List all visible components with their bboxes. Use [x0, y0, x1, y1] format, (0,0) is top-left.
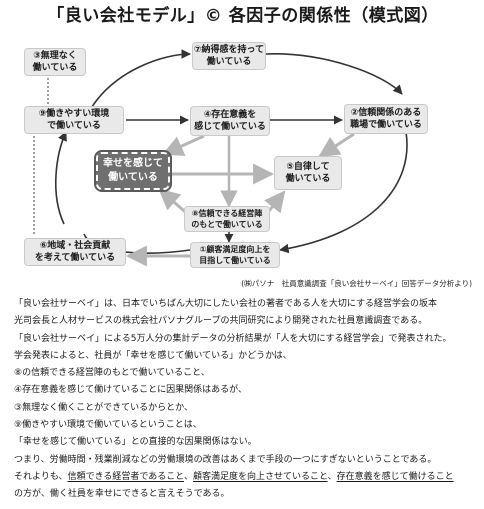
paragraph-line: ⑨働きやすい環境で働いているということは、 — [14, 420, 202, 431]
node-2-trusting-workplace: ②信頼関係のある職場で働いている — [344, 104, 428, 134]
body-text: 「良い会社サーベイ」は、日本でいちばん大切にしたい会社の著者である人を大切にする… — [14, 296, 474, 504]
text-segment: 、 — [327, 471, 337, 482]
paragraph-line: それよりも、信頼できる経営者であること、顧客満足度を向上させていること、存在意義… — [14, 469, 474, 486]
node-9-good-work-environment: ⑨働きやすい環境で働いている — [24, 106, 124, 134]
gray-arrow-4-to-center — [162, 134, 205, 156]
paragraph-line: 「良い会社サーベイ」による5万人分の集計データの分析結果が「人を大切にする経営学… — [14, 333, 452, 344]
node-3-work-without-strain: ③無理なく働いている — [24, 48, 86, 76]
node-1-customer-satisfaction: ①顧客満足度向上を目指して働いている — [190, 242, 280, 268]
paragraph-line: ④存在意義を感じて働けていることに因果関係はあるが、 — [14, 385, 247, 396]
node-6-community-contribution: ⑥地域・社会貢献を考えて働いている — [24, 238, 126, 266]
text-segment: 、 — [183, 471, 193, 482]
node-8-trusted-management: ⑧信頼できる経営陣のもとで働いている — [184, 206, 270, 232]
text-segment: それよりも、 — [14, 471, 68, 482]
underlined-text: 存在意義を感じて働けること — [336, 471, 454, 482]
node-7-work-with-conviction: ⑦納得感を持って働いている — [192, 42, 266, 70]
node-5-autonomy: ⑤自律して働いている — [274, 156, 342, 190]
node-center-feeling-happy: 幸せを感じて働いている — [94, 150, 172, 192]
paragraph-line: 学会発表によると、社員が「幸せを感じて働いている」かどうかは、 — [14, 350, 292, 361]
underlined-text: 顧客満足度を向上させていること — [192, 471, 328, 482]
gray-arrow-2-to-5 — [318, 132, 355, 158]
node-4-sense-of-purpose: ④存在意義を感じて働いている — [190, 106, 270, 136]
outer-loop-top-left — [89, 49, 191, 111]
paragraph-line: 光司会長と人材サービスの株式会社パソナグループの共同研究により開発された社員意識… — [14, 316, 428, 327]
source-note: (㈱パソナ 社員意識調査「良い会社サーベイ」回答データ分析より) — [241, 279, 472, 288]
relationship-diagram: ③無理なく働いている ⑦納得感を持って働いている ⑨働きやすい環境で働いている … — [4, 34, 480, 296]
paragraph-line: ③無理なく働くことができているからとか、 — [14, 402, 193, 413]
underlined-text: 信頼できる経営者であること — [67, 471, 184, 482]
paragraph-line: つまり、労働時間・残業削減などの労働環境の改善はあくまで手段の一つにすぎないとい… — [14, 454, 437, 465]
page-title: 「良い会社モデル」© 各因子の関係性（模式図） — [47, 6, 439, 26]
paragraph-line: 「良い会社サーベイ」は、日本でいちばん大切にしたい会社の著者である人を大切にする… — [14, 299, 438, 309]
paragraph-line: ⑧の信頼できる経営陣のもとで働いていること、 — [14, 368, 210, 379]
paragraph-line: 「幸せを感じて働いている」との直接的な因果関係はない。 — [14, 437, 257, 448]
outer-loop-left — [54, 131, 67, 225]
outer-loop-bottom-right — [279, 131, 408, 254]
outer-loop-top-right — [265, 53, 403, 95]
paragraph-line: の方が、働く社員を幸せにできると言えそうである。 — [14, 489, 230, 500]
